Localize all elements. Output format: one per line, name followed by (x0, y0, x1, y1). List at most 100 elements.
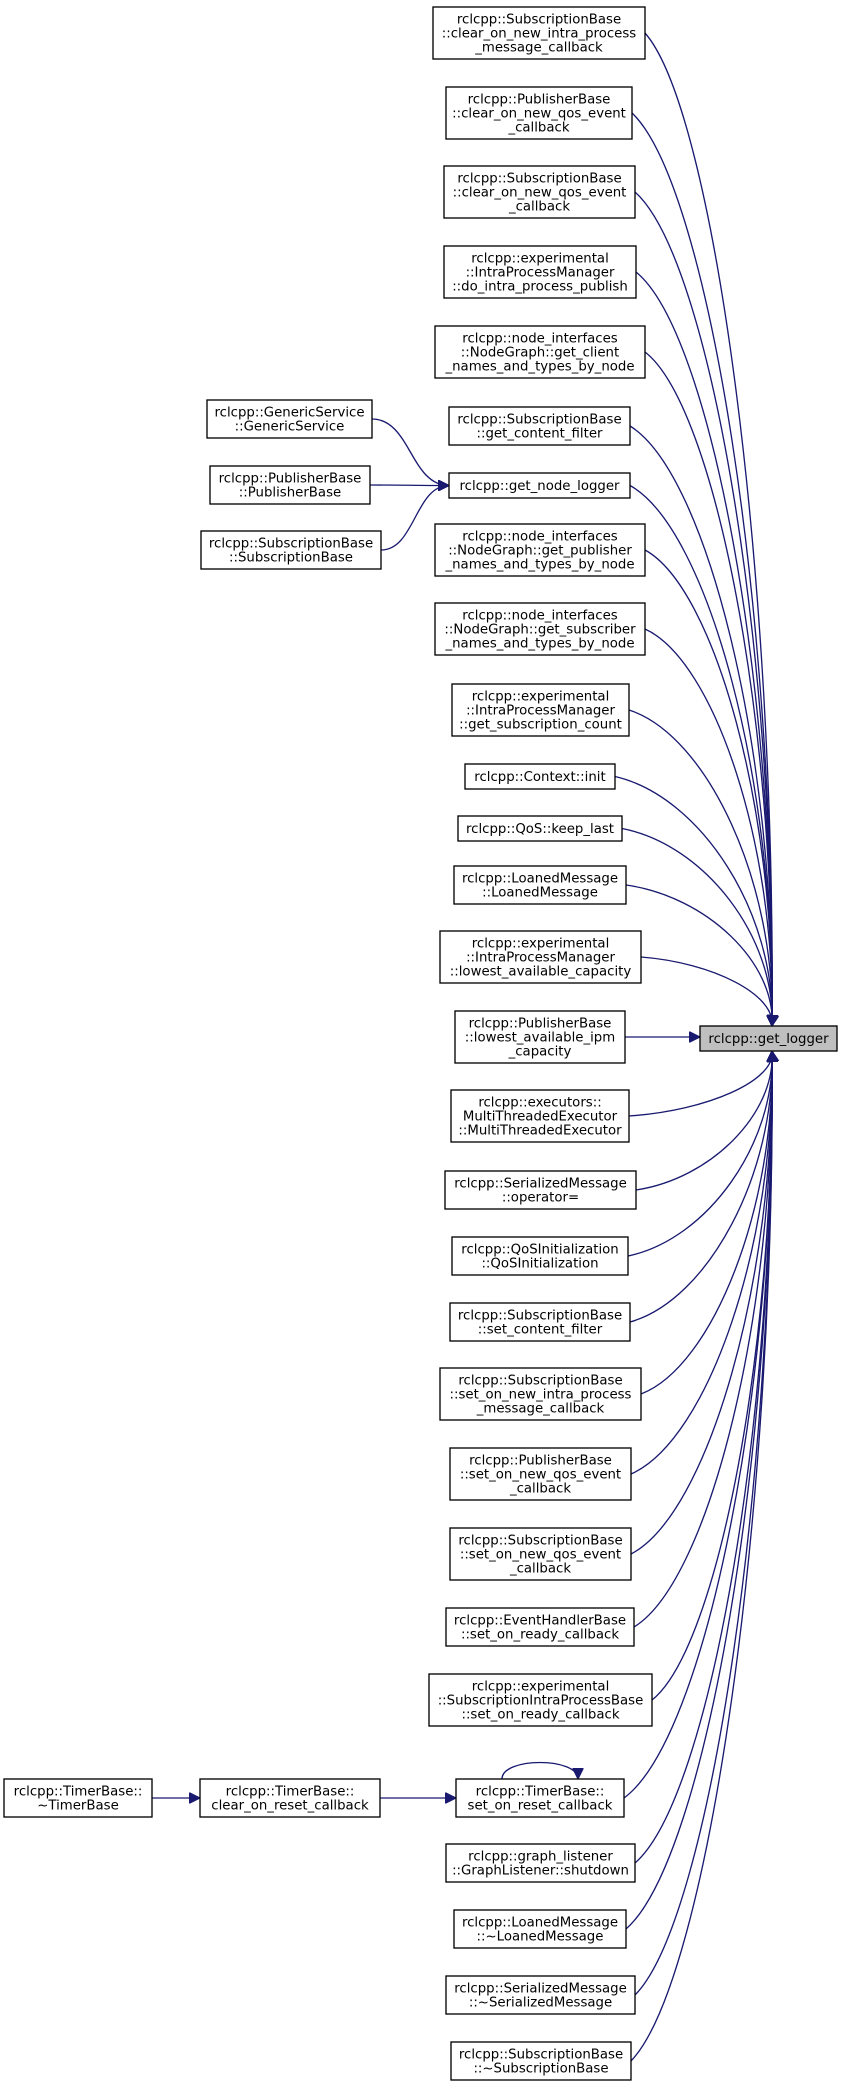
node-sub-get-filter[interactable]: rclcpp::SubscriptionBase::get_content_fi… (448, 406, 631, 446)
node-pub-ipm-capacity[interactable]: rclcpp::PublisherBase::lowest_available_… (454, 1010, 626, 1064)
node-sub-clear-qos[interactable]: rclcpp::SubscriptionBase::clear_on_new_q… (443, 165, 636, 219)
node-sub-set-intra[interactable]: rclcpp::SubscriptionBase::set_on_new_int… (439, 1367, 642, 1421)
node-box (449, 1527, 632, 1581)
node-label-line: ::LoanedMessage (482, 886, 598, 901)
node-sub-set-qos[interactable]: rclcpp::SubscriptionBase::set_on_new_qos… (449, 1527, 632, 1581)
node-qos-keep-last[interactable]: rclcpp::QoS::keep_last (457, 815, 623, 842)
node-pub-set-qos[interactable]: rclcpp::PublisherBase::set_on_new_qos_ev… (449, 1447, 632, 1501)
node-box (209, 465, 371, 505)
node-label-line: ::NodeGraph::get_publisher (448, 544, 632, 559)
node-box (445, 86, 633, 140)
node-get-logger[interactable]: rclcpp::get_logger (699, 1025, 838, 1052)
node-label-line: rclcpp::SubscriptionBase (458, 1309, 622, 1324)
node-box (428, 1673, 653, 1727)
node-label-line: ::IntraProcessManager (466, 704, 615, 719)
node-label-line: clear_on_reset_callback (211, 1799, 369, 1814)
node-label-line: _names_and_types_by_node (444, 558, 634, 573)
node-label-line: ::~SubscriptionBase (473, 2062, 608, 2077)
node-mte[interactable]: rclcpp::executors::MultiThreadedExecutor… (450, 1089, 630, 1143)
node-ser-dtor[interactable]: rclcpp::SerializedMessage::~SerializedMe… (445, 1975, 636, 2015)
node-box (3, 1778, 153, 1818)
node-label-line: rclcpp::SubscriptionBase (457, 172, 621, 187)
edge-timer-set-reset-to-get-logger (623, 1051, 772, 1799)
node-box (445, 1843, 636, 1883)
node-label-line: rclcpp::experimental (472, 690, 610, 705)
edge-generic-service-to-get-node-logger (371, 418, 449, 486)
node-box (455, 1778, 625, 1818)
node-box (444, 1170, 637, 1210)
node-label-line: rclcpp::PublisherBase (469, 1454, 612, 1469)
node-subscription-base[interactable]: rclcpp::SubscriptionBase::SubscriptionBa… (200, 530, 382, 570)
node-ipm-publish[interactable]: rclcpp::experimental::IntraProcessManage… (443, 245, 637, 299)
node-label-line: rclcpp::experimental (472, 937, 610, 952)
node-label-line: rclcpp::SerializedMessage (454, 1177, 627, 1192)
edge-qos-keep-last-to-get-logger (621, 827, 772, 1027)
node-pub-clear-qos[interactable]: rclcpp::PublisherBase::clear_on_new_qos_… (445, 86, 633, 140)
node-get-node-logger[interactable]: rclcpp::get_node_logger (448, 472, 631, 499)
node-publisher-base[interactable]: rclcpp::PublisherBase::PublisherBase (209, 465, 371, 505)
edge-ipm-count-to-get-logger (628, 709, 772, 1026)
node-label-line: ::clear_on_new_qos_event (453, 186, 627, 201)
node-generic-service[interactable]: rclcpp::GenericService::GenericService (206, 399, 373, 439)
node-box (449, 1302, 631, 1342)
node-ng-publisher[interactable]: rclcpp::node_interfaces::NodeGraph::get_… (434, 523, 646, 577)
node-timer-clear-reset[interactable]: rclcpp::TimerBase::clear_on_reset_callba… (199, 1778, 381, 1818)
node-sub-clear-intra[interactable]: rclcpp::SubscriptionBase::clear_on_new_i… (432, 6, 646, 60)
node-context-init[interactable]: rclcpp::Context::init (464, 763, 616, 790)
edge-pub-clear-qos-to-get-logger (631, 112, 772, 1026)
node-ehb-ready[interactable]: rclcpp::EventHandlerBase::set_on_ready_c… (445, 1607, 635, 1647)
node-label-line: ::SubscriptionIntraProcessBase (438, 1694, 644, 1709)
node-label-line: ::set_content_filter (478, 1323, 603, 1338)
edge-sub-clear-qos-to-get-logger (634, 191, 772, 1026)
node-box (451, 1236, 629, 1276)
node-label-line: rclcpp::TimerBase:: (14, 1785, 143, 1800)
node-sub-dtor[interactable]: rclcpp::SubscriptionBase::~SubscriptionB… (450, 2041, 632, 2081)
node-ng-subscriber[interactable]: rclcpp::node_interfaces::NodeGraph::get_… (434, 602, 646, 656)
node-label-line: rclcpp::TimerBase:: (476, 1785, 605, 1800)
node-label-line: rclcpp::graph_listener (468, 1850, 613, 1865)
edge-mte-to-get-logger (628, 1051, 772, 1117)
node-box (453, 865, 627, 905)
node-ng-client[interactable]: rclcpp::node_interfaces::NodeGraph::get_… (434, 325, 646, 379)
node-graph-shutdown[interactable]: rclcpp::graph_listener::GraphListener::s… (445, 1843, 636, 1883)
node-loaned-dtor[interactable]: rclcpp::LoanedMessage::~LoanedMessage (453, 1909, 627, 1949)
node-label-line: ::set_on_new_qos_event (460, 1548, 621, 1563)
node-label-line: ::set_on_new_qos_event (460, 1468, 621, 1483)
node-ser-assign[interactable]: rclcpp::SerializedMessage::operator= (444, 1170, 637, 1210)
edge-sub-clear-intra-to-get-logger (644, 32, 772, 1026)
edge-timer-set-reset-to-timer-set-reset (501, 1761, 578, 1780)
node-timer-set-reset[interactable]: rclcpp::TimerBase::set_on_reset_callback (455, 1778, 625, 1818)
node-sub-set-filter[interactable]: rclcpp::SubscriptionBase::set_content_fi… (449, 1302, 631, 1342)
node-label-line: rclcpp::LoanedMessage (462, 1916, 618, 1931)
node-ipm-count[interactable]: rclcpp::experimental::IntraProcessManage… (451, 683, 630, 737)
node-ipm-capacity[interactable]: rclcpp::experimental::IntraProcessManage… (439, 930, 642, 984)
node-label-line: ::QoSInitialization (481, 1257, 598, 1272)
edge-loaned-ctor-to-get-logger (625, 884, 772, 1026)
node-label-line: rclcpp::GenericService (214, 406, 364, 421)
node-label-line: ::get_content_filter (477, 427, 603, 442)
node-label-line: ~TimerBase (37, 1799, 119, 1814)
node-label-line: ::set_on_ready_callback (461, 1628, 619, 1643)
node-label-line: rclcpp::get_logger (708, 1032, 829, 1047)
edge-sub-dtor-to-get-logger (630, 1051, 772, 2062)
node-label-line: rclcpp::PublisherBase (469, 1017, 612, 1032)
node-loaned-ctor[interactable]: rclcpp::LoanedMessage::LoanedMessage (453, 865, 627, 905)
node-label-line: ::do_intra_process_publish (452, 280, 628, 295)
node-label-line: ::NodeGraph::get_subscriber (444, 623, 636, 638)
node-label-line: _names_and_types_by_node (444, 637, 634, 652)
node-qos-init[interactable]: rclcpp::QoSInitialization::QoSInitializa… (451, 1236, 629, 1276)
node-label-line: ::SubscriptionBase (229, 551, 353, 566)
node-box (464, 763, 616, 790)
node-label-line: rclcpp::SubscriptionBase (209, 537, 373, 552)
node-sipb-ready[interactable]: rclcpp::experimental::SubscriptionIntraP… (428, 1673, 653, 1727)
node-timer-dtor[interactable]: rclcpp::TimerBase::~TimerBase (3, 1778, 153, 1818)
node-box (451, 683, 630, 737)
node-label-line: rclcpp::executors:: (478, 1096, 601, 1111)
node-box (199, 1778, 381, 1818)
edge-sub-set-qos-to-get-logger (630, 1051, 772, 1555)
node-label-line: ::lowest_available_capacity (450, 965, 632, 980)
node-box (454, 1010, 626, 1064)
edge-publisher-base-to-get-node-logger (369, 485, 449, 486)
node-label-line: ::IntraProcessManager (466, 951, 615, 966)
